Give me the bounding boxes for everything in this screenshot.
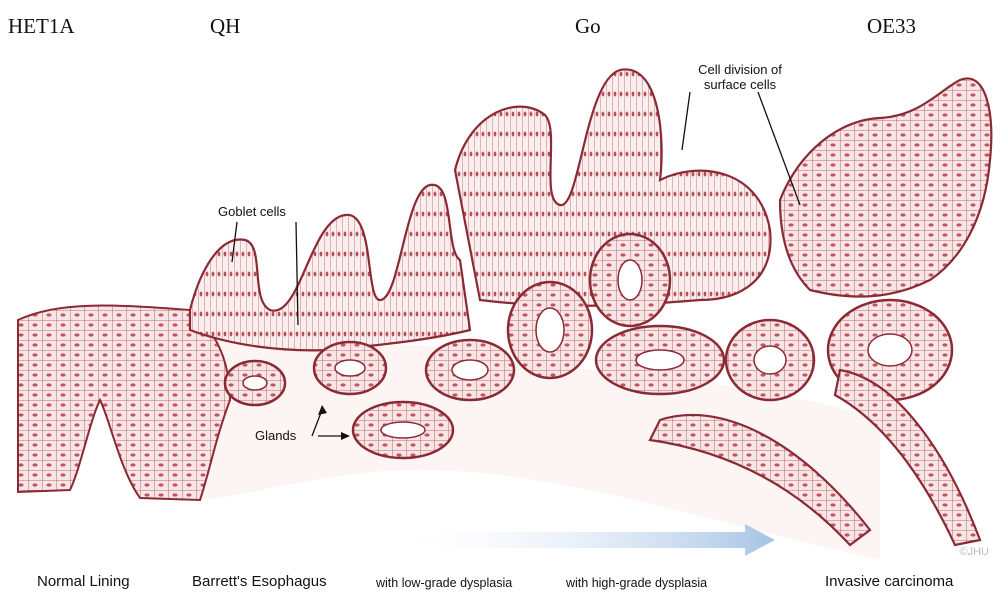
stage-invasive: Invasive carcinoma bbox=[825, 573, 953, 590]
gland bbox=[590, 234, 670, 326]
annotation-cell-division-line1: Cell division of bbox=[665, 62, 815, 77]
annotation-goblet-cells: Goblet cells bbox=[218, 204, 286, 219]
squamous-epithelium bbox=[18, 306, 230, 500]
annotation-glands: Glands bbox=[255, 428, 296, 443]
gland bbox=[508, 282, 592, 378]
stage-low-grade: with low-grade dysplasia bbox=[376, 576, 512, 590]
progression-arrow bbox=[380, 524, 775, 556]
gland bbox=[314, 342, 386, 394]
stage-high-grade: with high-grade dysplasia bbox=[566, 576, 707, 590]
annotation-cell-division: Cell division of surface cells bbox=[665, 62, 815, 92]
gland bbox=[353, 402, 453, 458]
copyright: ©JHU bbox=[960, 546, 990, 558]
annotation-cell-division-line2: surface cells bbox=[665, 77, 815, 92]
high-grade-folds bbox=[780, 78, 991, 296]
gland bbox=[426, 340, 514, 400]
stage-normal: Normal Lining bbox=[37, 573, 130, 590]
gland bbox=[225, 361, 285, 405]
gland bbox=[596, 326, 724, 394]
stage-barretts: Barrett's Esophagus bbox=[192, 573, 327, 590]
gland bbox=[726, 320, 814, 400]
